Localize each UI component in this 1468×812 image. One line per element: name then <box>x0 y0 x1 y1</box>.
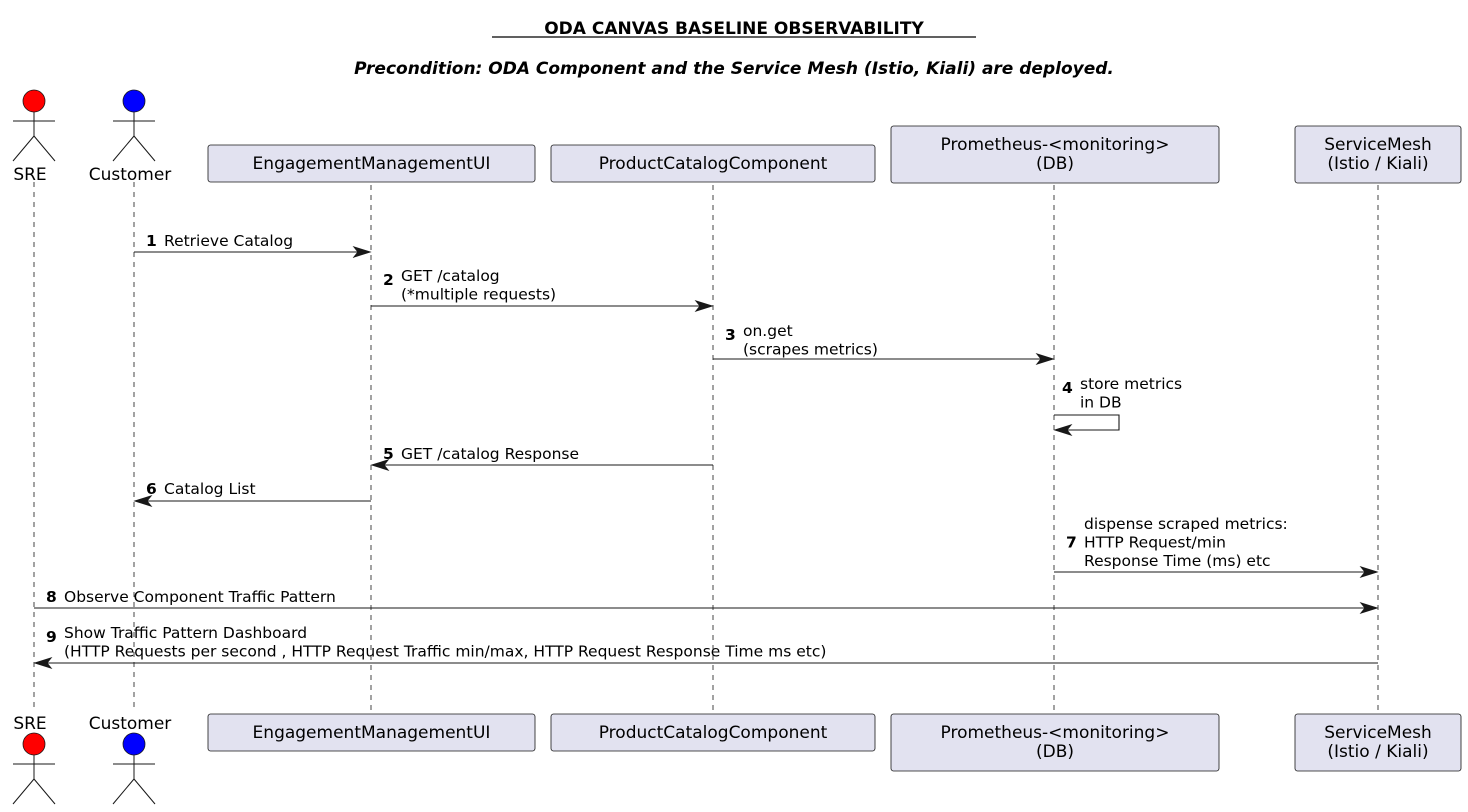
participant-label-prom: Prometheus-<monitoring> <box>941 723 1170 743</box>
participant-prom-top: Prometheus-<monitoring>(DB) <box>890 125 1220 184</box>
message-number: 6 <box>146 480 157 498</box>
actor-leg-right <box>33 778 56 805</box>
message-number: 3 <box>725 326 736 344</box>
message-number: 5 <box>383 445 394 463</box>
message-label: store metrics <box>1080 375 1182 393</box>
message-9: 9 Show Traffic Pattern Dashboard (HTTP Re… <box>33 624 1378 669</box>
participant-label-ui: EngagementManagementUI <box>253 723 491 743</box>
actor-leg-right <box>33 135 56 162</box>
participant-label-mesh: (Istio / Kiali) <box>1327 154 1428 174</box>
message-label: dispense scraped metrics: <box>1084 515 1288 533</box>
arrowhead-icon <box>1359 602 1379 614</box>
arrowhead-icon <box>33 657 53 669</box>
actor-sre-bottom: SRE <box>12 714 56 805</box>
actor-head-icon <box>22 89 46 113</box>
participant-box <box>550 713 876 752</box>
arrowhead-icon <box>352 246 372 258</box>
participant-box <box>1294 125 1462 184</box>
message-6: 6 Catalog List <box>133 480 371 507</box>
actor-sre-top: SRE <box>12 89 56 185</box>
message-label: on.get <box>743 322 793 340</box>
actor-customer-top: Customer <box>89 89 172 185</box>
arrowhead-icon <box>370 459 390 471</box>
message-label: GET /catalog Response <box>401 445 579 463</box>
lifelines <box>33 182 1379 712</box>
message-label: GET /catalog <box>401 267 500 285</box>
participant-prom-bottom: Prometheus-<monitoring>(DB) <box>890 713 1220 772</box>
message-label: Observe Component Traffic Pattern <box>64 588 336 606</box>
actor-leg-left <box>112 778 135 805</box>
participant-label-ui: EngagementManagementUI <box>253 154 491 174</box>
arrowhead-icon <box>694 300 714 312</box>
message-label: (*multiple requests) <box>401 286 556 304</box>
participant-label-pc: ProductCatalogComponent <box>599 154 828 174</box>
message-label: (HTTP Requests per second , HTTP Request… <box>64 643 826 661</box>
participants: EngagementManagementUI EngagementManageme… <box>207 125 1462 772</box>
participant-mesh-bottom: ServiceMesh(Istio / Kiali) <box>1294 713 1462 772</box>
message-number: 9 <box>46 628 57 646</box>
arrowhead-icon <box>1035 353 1055 365</box>
message-label: in DB <box>1080 394 1122 412</box>
message-2: 2 GET /catalog(*multiple requests) <box>371 267 714 312</box>
message-label: (scrapes metrics) <box>743 341 878 359</box>
precondition-note: Precondition: ODA Component and the Serv… <box>354 59 1114 79</box>
actor-leg-right <box>133 135 156 162</box>
message-3: 3 on.get(scrapes metrics) <box>713 322 1055 365</box>
actor-leg-right <box>133 778 156 805</box>
participant-label-mesh: ServiceMesh <box>1324 723 1432 743</box>
participant-box <box>890 125 1220 184</box>
actor-head-icon <box>122 89 146 113</box>
message-label: Retrieve Catalog <box>164 232 293 250</box>
actor-label-customer: Customer <box>89 165 172 185</box>
participant-label-prom: (DB) <box>1036 154 1074 174</box>
participant-box <box>207 713 536 752</box>
participant-box <box>890 713 1220 772</box>
participant-box <box>207 144 536 183</box>
message-number: 2 <box>383 271 394 289</box>
message-number: 4 <box>1062 379 1073 397</box>
diagram-title: ODA CANVAS BASELINE OBSERVABILITY <box>544 19 924 39</box>
message-7: 7 dispense scraped metrics: HTTP Request/… <box>1054 515 1379 578</box>
actor-leg-left <box>12 135 35 162</box>
participant-box <box>1294 713 1462 772</box>
participant-box <box>550 144 876 183</box>
actor-leg-left <box>12 778 35 805</box>
participant-mesh-top: ServiceMesh(Istio / Kiali) <box>1294 125 1462 184</box>
participant-label-mesh: (Istio / Kiali) <box>1327 742 1428 762</box>
message-5: 5 GET /catalog Response <box>370 445 713 471</box>
participant-ui-bottom: EngagementManagementUI <box>207 713 536 752</box>
actor-head-icon <box>22 732 46 756</box>
message-number: 1 <box>146 232 157 250</box>
arrowhead-icon <box>133 495 153 507</box>
participant-pc-bottom: ProductCatalogComponent <box>550 713 876 752</box>
arrowhead-icon <box>1053 424 1073 436</box>
participant-label-pc: ProductCatalogComponent <box>599 723 828 743</box>
actor-customer-bottom: Customer <box>89 714 172 805</box>
message-label: Show Traffic Pattern Dashboard <box>64 624 307 642</box>
actor-head-icon <box>122 732 146 756</box>
actor-label-sre: SRE <box>13 165 46 185</box>
participant-label-mesh: ServiceMesh <box>1324 135 1432 155</box>
message-number: 8 <box>46 588 57 606</box>
participant-label-prom: (DB) <box>1036 742 1074 762</box>
messages: 1 Retrieve Catalog 2 GET /catalog(*multiple… <box>33 232 1379 669</box>
participant-pc-top: ProductCatalogComponent <box>550 144 876 183</box>
actor-leg-left <box>112 135 135 162</box>
message-8: 8 Observe Component Traffic Pattern <box>34 588 1379 614</box>
message-label: Response Time (ms) etc <box>1084 552 1271 570</box>
message-label: HTTP Request/min <box>1084 534 1226 552</box>
self-message-line <box>1054 414 1120 431</box>
participant-label-prom: Prometheus-<monitoring> <box>941 135 1170 155</box>
message-number: 7 <box>1066 534 1077 552</box>
actor-label-sre: SRE <box>13 714 46 734</box>
message-1: 1 Retrieve Catalog <box>134 232 372 258</box>
message-label: Catalog List <box>164 480 256 498</box>
arrowhead-icon <box>1359 566 1379 578</box>
actor-label-customer: Customer <box>89 714 172 734</box>
participant-ui-top: EngagementManagementUI <box>207 144 536 183</box>
